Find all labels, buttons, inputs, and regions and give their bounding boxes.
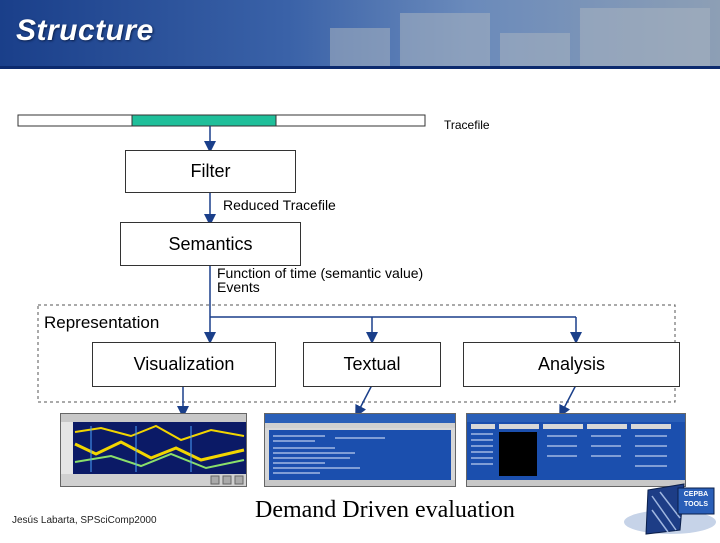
- textual-box: Textual: [303, 342, 441, 387]
- banner-building-decoration: [400, 13, 490, 68]
- banner-divider: [0, 66, 720, 69]
- textual-screenshot: [264, 413, 456, 487]
- filter-box: Filter: [125, 150, 296, 193]
- visualization-thumbnail-graphic: [61, 414, 246, 486]
- page-title: Structure: [16, 14, 154, 47]
- analysis-label: Analysis: [537, 354, 606, 374]
- function-of-time-label: Function of time (semantic value): [217, 265, 424, 281]
- header-banner: Structure: [0, 0, 720, 68]
- analysis-thumbnail-graphic: [467, 414, 685, 486]
- visualization-label: Visualization: [133, 354, 235, 374]
- visualization-screenshot: [60, 413, 247, 487]
- filter-label: Filter: [190, 161, 231, 181]
- representation-label: Representation: [44, 313, 160, 332]
- semantics-output-labels: Function of time (semantic value) Events: [217, 266, 423, 294]
- banner-building-decoration: [330, 28, 390, 68]
- footer-author: Jesús Labarta, SPSciComp2000: [12, 515, 157, 526]
- arrow-to-textual-shot: [355, 384, 373, 418]
- semantics-label: Semantics: [168, 233, 253, 254]
- tracefile-selected-segment: [131, 114, 277, 127]
- analysis-screenshot: [466, 413, 686, 487]
- analysis-box: Analysis: [463, 342, 680, 387]
- reduced-tracefile-label: Reduced Tracefile: [223, 197, 336, 213]
- logo-graphic: [624, 483, 716, 535]
- footer-caption: Demand Driven evaluation: [255, 497, 515, 523]
- banner-building-decoration: [500, 33, 570, 68]
- cepba-tools-logo: CEPBA TOOLS: [622, 480, 718, 538]
- textual-label: Textual: [343, 354, 401, 374]
- semantics-box: Semantics: [120, 222, 301, 266]
- arrow-to-analysis-shot: [559, 384, 577, 418]
- events-label: Events: [217, 279, 260, 295]
- banner-building-decoration: [580, 8, 710, 68]
- visualization-box: Visualization: [92, 342, 276, 387]
- logo-text: CEPBA TOOLS: [683, 491, 709, 508]
- tracefile-label: Tracefile: [444, 118, 490, 132]
- textual-thumbnail-graphic: [265, 414, 455, 486]
